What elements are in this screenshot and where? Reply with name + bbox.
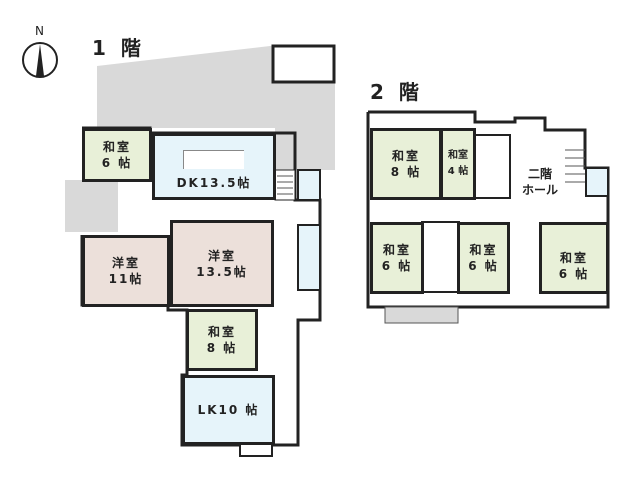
room-size: 13.5帖 [196, 264, 248, 279]
room-lk: LK10 帖 [182, 375, 275, 445]
room-size: 8 帖 [206, 341, 238, 355]
room-size: 6 帖 [558, 267, 590, 281]
storage-box [271, 44, 336, 84]
room-name: 和室 [207, 325, 236, 339]
room-size: ホール [521, 183, 558, 197]
room-name: LK10 帖 [197, 403, 260, 417]
room-yoshitsu-13-5: 洋室 13.5帖 [170, 220, 274, 307]
room-2f-washitsu-6b: 和室 6 帖 [457, 222, 510, 294]
room-washitsu-8: 和室 8 帖 [186, 309, 258, 371]
toilet-2f [585, 167, 609, 197]
room-washitsu-6: 和室 6 帖 [82, 128, 152, 182]
room-size: 6 帖 [381, 259, 413, 273]
room-dk: DK13.5帖 [152, 133, 276, 200]
room-yoshitsu-11: 洋室 11帖 [82, 235, 170, 307]
room-name: 和室 [469, 243, 498, 257]
room-2f-washitsu-6c: 和室 6 帖 [539, 222, 609, 294]
floor1-title: 1 階 [92, 36, 145, 60]
room-size: 8 帖 [390, 165, 422, 179]
room-size: 6 帖 [101, 156, 133, 170]
terrace-area [65, 180, 118, 232]
room-name: 和室 [448, 150, 468, 161]
bath-1f [297, 224, 321, 291]
room-name: 二階 [527, 167, 552, 181]
balcony [384, 306, 459, 324]
compass-label: N [35, 24, 44, 38]
room-name: 和室 [102, 140, 131, 154]
room-name: 和室 [382, 243, 411, 257]
toilet-1f [297, 169, 321, 201]
hall-label: 二階 ホール [515, 166, 565, 198]
room-name: 和室 [391, 149, 420, 163]
room-size: 11帖 [108, 272, 144, 286]
room-name: DK13.5帖 [176, 176, 252, 190]
room-2f-washitsu-6a: 和室 6 帖 [370, 222, 424, 294]
room-2f-washitsu-4: 和室 4 帖 [440, 128, 476, 200]
floor2-title: 2 階 [370, 80, 423, 104]
room-2f-washitsu-8: 和室 8 帖 [370, 128, 442, 200]
room-name: 洋室 [207, 248, 236, 263]
room-size: 4 帖 [447, 166, 469, 177]
room-size: 6 帖 [468, 259, 499, 273]
compass-icon [22, 42, 58, 78]
room-name: 洋室 [111, 256, 140, 270]
room-name: 和室 [559, 251, 588, 265]
